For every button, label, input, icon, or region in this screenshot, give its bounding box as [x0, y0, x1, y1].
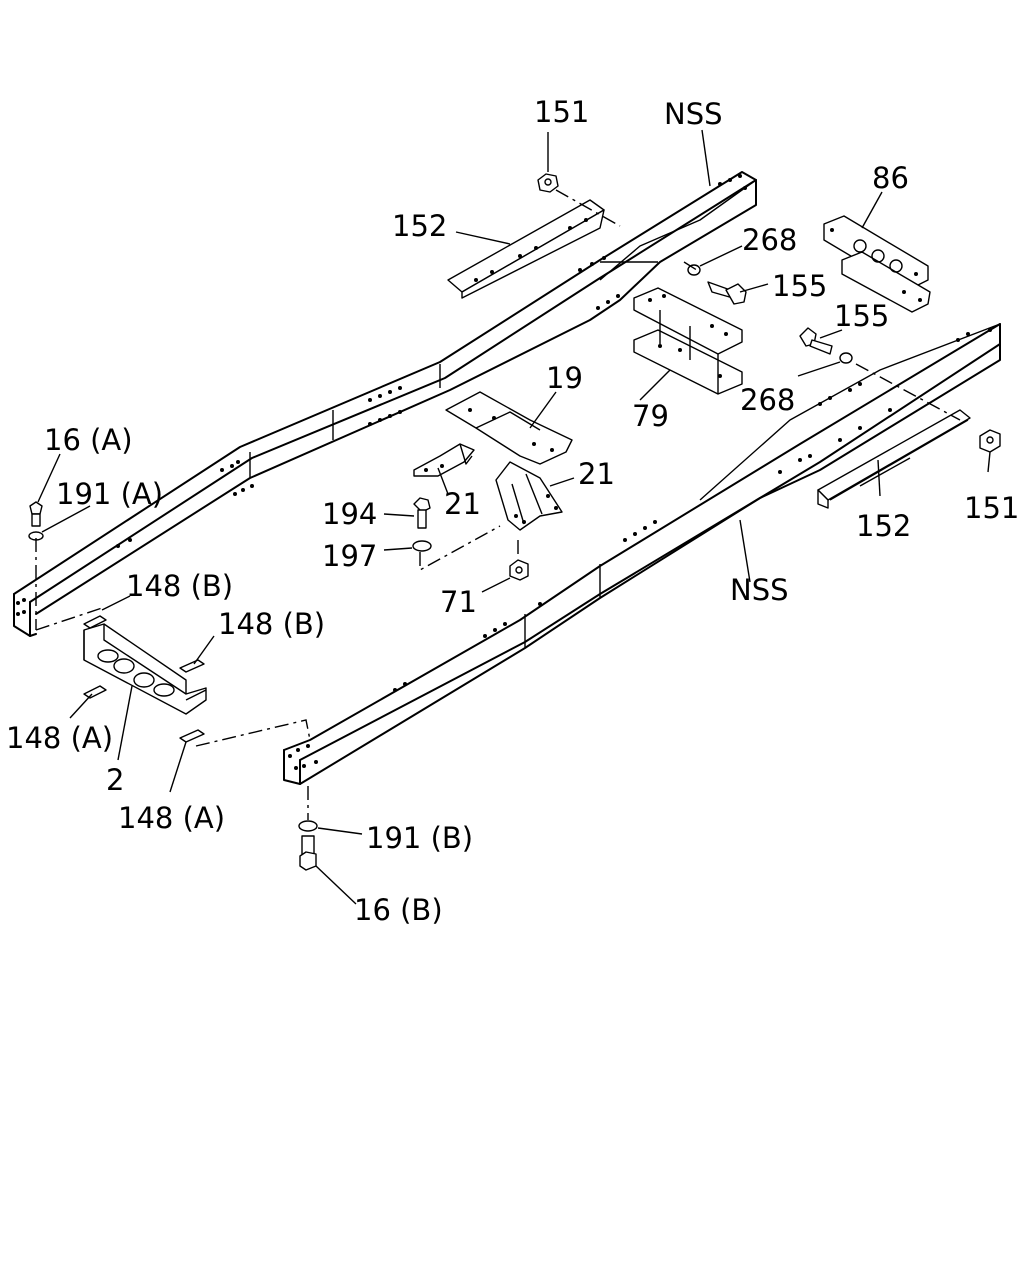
- leader-lines: [37, 129, 991, 905]
- bracket-21-right: [495, 461, 563, 531]
- label-148b-right: 148 (B): [218, 607, 325, 641]
- label-21-left: 21: [444, 487, 481, 521]
- bolt-16a: [29, 501, 43, 527]
- label-nss-top: NSS: [664, 97, 723, 131]
- label-152-top: 152: [392, 209, 447, 243]
- centerlines: [35, 189, 961, 820]
- washer-197: [412, 540, 432, 552]
- label-86: 86: [872, 161, 909, 195]
- label-155-top: 155: [772, 269, 827, 303]
- crossmember-2: [83, 623, 207, 715]
- label-148b-left: 148 (B): [126, 569, 233, 603]
- crossmember-79: [633, 287, 743, 395]
- washer-191b: [298, 820, 318, 832]
- label-16a: 16 (A): [44, 423, 133, 457]
- label-194: 194: [322, 497, 377, 531]
- label-268-mid: 268: [740, 383, 795, 417]
- reinforcement-152-upper: [447, 199, 605, 299]
- label-21-right: 21: [578, 457, 615, 491]
- label-191b: 191 (B): [366, 821, 473, 855]
- nut-151-right: [979, 429, 1001, 453]
- right-side-rail: [283, 323, 1001, 785]
- nut-71: [509, 559, 529, 581]
- washer-268-top: [687, 264, 701, 276]
- label-268-top: 268: [742, 223, 797, 257]
- label-152-right: 152: [856, 509, 911, 543]
- label-191a: 191 (A): [56, 477, 163, 511]
- left-side-rail: [13, 171, 757, 637]
- label-nss-mid: NSS: [730, 573, 789, 607]
- label-155-mid: 155: [834, 299, 889, 333]
- crossmember-19: [445, 391, 573, 465]
- nut-151-top: [537, 173, 559, 193]
- label-19: 19: [546, 361, 583, 395]
- bolt-155-mid: [799, 327, 833, 355]
- shims-148: [83, 615, 205, 743]
- label-2: 2: [106, 763, 124, 797]
- bolt-194: [413, 497, 431, 529]
- bolt-16b: [299, 835, 317, 871]
- washer-268-mid: [839, 352, 853, 364]
- label-79: 79: [632, 399, 669, 433]
- reinforcement-152-lower: [817, 409, 971, 509]
- label-148a-left: 148 (A): [6, 721, 113, 755]
- crossmember-86: [823, 215, 931, 313]
- label-16b: 16 (B): [354, 893, 443, 927]
- label-151-top: 151: [534, 95, 589, 129]
- bracket-21-left: [413, 443, 475, 477]
- label-151-right: 151: [964, 491, 1019, 525]
- bolt-155-top: [707, 281, 747, 305]
- label-148a-bottom: 148 (A): [118, 801, 225, 835]
- label-71: 71: [440, 585, 477, 619]
- label-197: 197: [322, 539, 377, 573]
- callout-labels: 151 NSS 86 152 268 155 155 19 268 79 16 …: [6, 95, 1019, 927]
